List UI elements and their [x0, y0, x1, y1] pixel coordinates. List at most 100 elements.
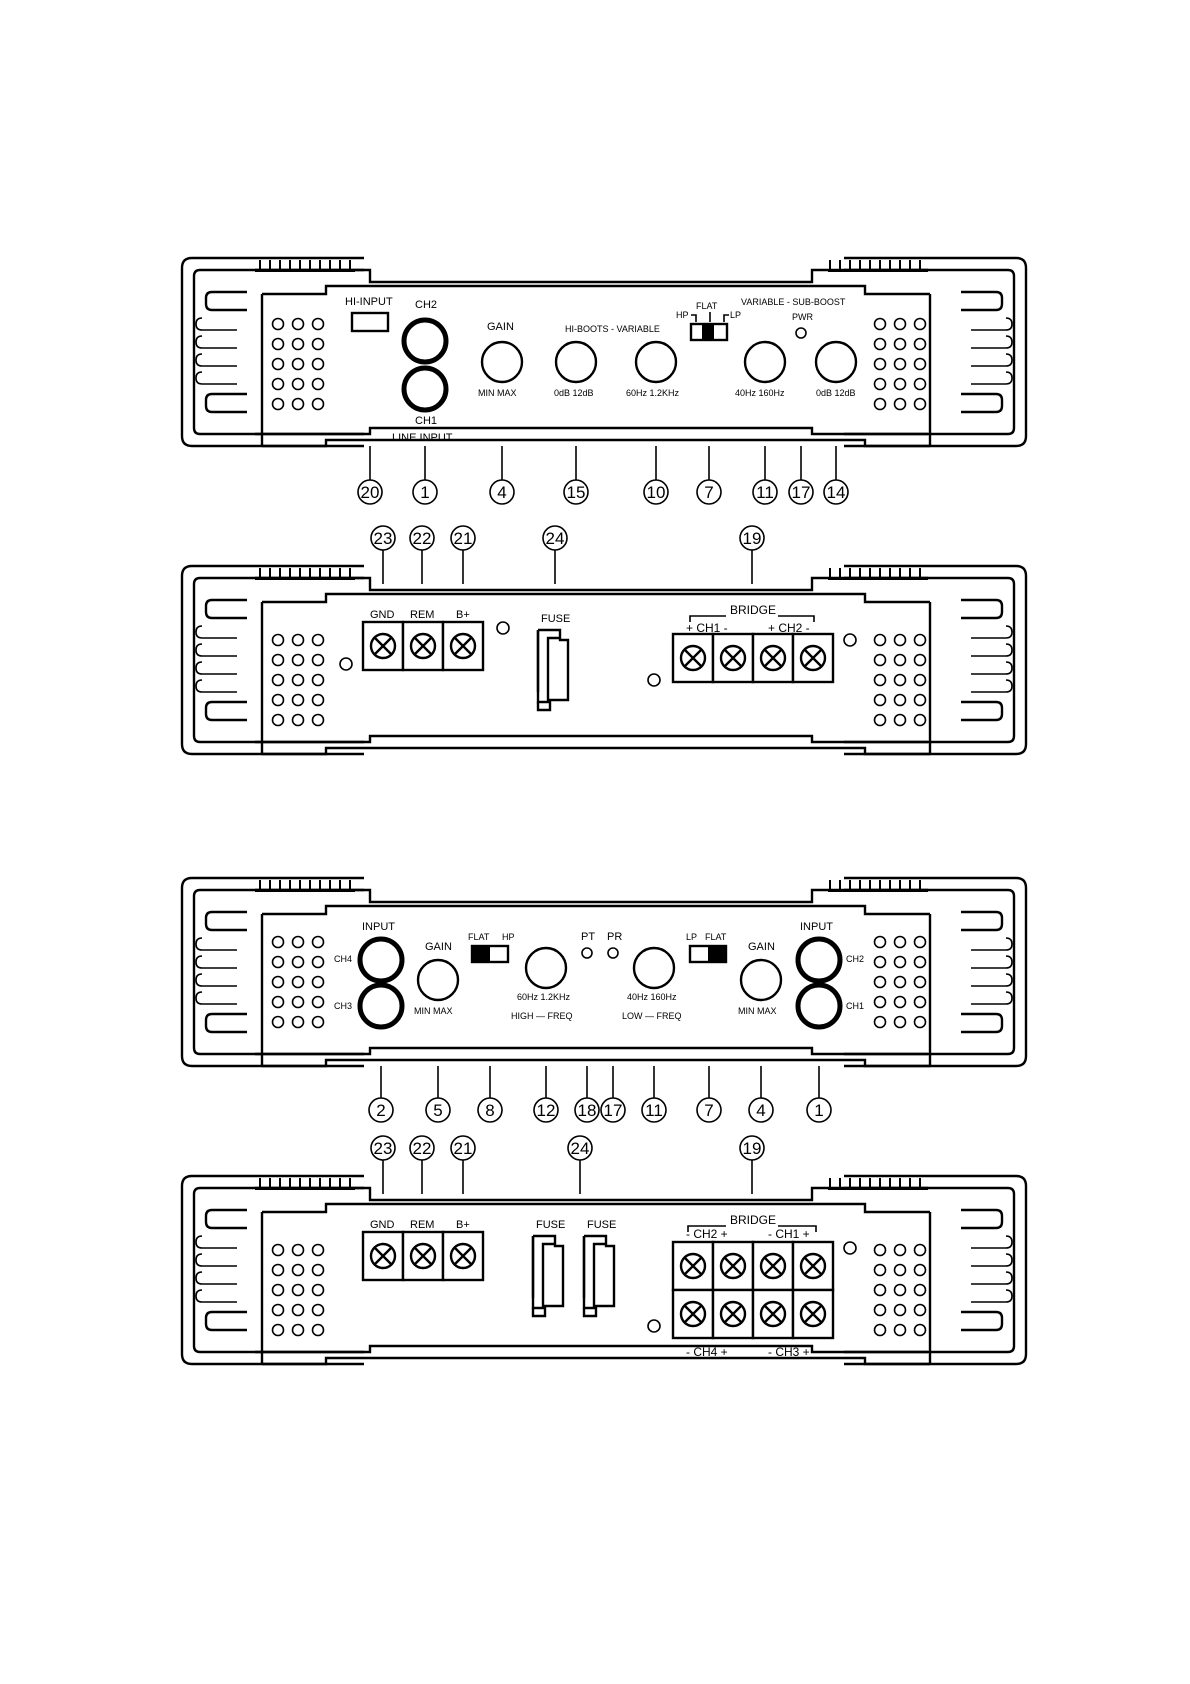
high-freq-range: 60Hz 1.2KHz: [517, 992, 571, 1002]
gnd-terminal[interactable]: [361, 1230, 405, 1282]
hi-boost-level-range: 0dB 12dB: [554, 388, 594, 398]
callout-12: 12: [537, 1101, 556, 1120]
ch2-rca-jack[interactable]: [795, 936, 843, 984]
callout-17: 17: [604, 1101, 623, 1120]
gain-right-knob[interactable]: [739, 958, 783, 1002]
bridge-label: BRIDGE: [730, 603, 776, 617]
ch4-label: - CH4 +: [686, 1345, 728, 1359]
pt-led: [581, 947, 593, 959]
crossover-switch-right[interactable]: [688, 944, 728, 964]
flat-right-label: FLAT: [705, 932, 727, 942]
fuse-1-label: FUSE: [536, 1219, 565, 1231]
hi-boost-freq-range: 60Hz 1.2KHz: [626, 388, 680, 398]
hi-input-connector[interactable]: [350, 311, 390, 333]
callout-23: 23: [374, 529, 393, 548]
gnd-label: GND: [370, 609, 395, 621]
ch1-rca-jack[interactable]: [795, 982, 843, 1030]
callout-23: 23: [374, 1139, 393, 1158]
ch1-rca-jack[interactable]: [401, 365, 449, 413]
high-freq-knob[interactable]: [524, 946, 568, 990]
ch2-minus-terminal[interactable]: [671, 1240, 715, 1292]
gain-minmax: MIN MAX: [478, 388, 517, 398]
gain-left-knob[interactable]: [416, 958, 460, 1002]
callout-4: 4: [497, 483, 506, 502]
rem-label: REM: [410, 1219, 434, 1231]
callout-21: 21: [454, 529, 473, 548]
sub-boost-label: VARIABLE - SUB-BOOST: [741, 297, 846, 307]
mount-hole: [647, 673, 661, 687]
bridge-ch2-label: - CH2 +: [686, 1227, 728, 1241]
input-right-label: INPUT: [800, 921, 833, 933]
callout-2: 2: [376, 1101, 385, 1120]
rem-terminal[interactable]: [401, 1230, 445, 1282]
gain-knob[interactable]: [480, 340, 524, 384]
callout-7: 7: [704, 483, 713, 502]
callout-24: 24: [546, 529, 565, 548]
fuse-1[interactable]: [531, 1234, 565, 1318]
sub-boost-freq-range: 40Hz 160Hz: [735, 388, 785, 398]
gain-right-minmax: MIN MAX: [738, 1006, 777, 1016]
callout-22: 22: [413, 529, 432, 548]
fuse[interactable]: [536, 628, 570, 712]
high-freq-label: HIGH — FREQ: [511, 1011, 573, 1021]
lp-right-label: LP: [686, 932, 697, 942]
crossover-switch[interactable]: [689, 322, 729, 342]
hi-input-label: HI-INPUT: [345, 296, 393, 308]
ch4-plus-terminal[interactable]: [711, 1288, 755, 1340]
hi-boost-freq-knob[interactable]: [634, 340, 678, 384]
ch1-minus-terminal[interactable]: [751, 1240, 795, 1292]
bridge-ch1-label: - CH1 +: [768, 1227, 810, 1241]
callout-17: 17: [792, 483, 811, 502]
fuse-2[interactable]: [582, 1234, 616, 1318]
pwr-led: [795, 327, 807, 339]
low-freq-knob[interactable]: [632, 946, 676, 990]
ch1-minus-terminal[interactable]: [711, 632, 755, 684]
pr-led: [607, 947, 619, 959]
callout-1: 1: [814, 1101, 823, 1120]
gain-left-minmax: MIN MAX: [414, 1006, 453, 1016]
panel-2-callouts: 23 22 21 24 19: [370, 525, 765, 584]
ch1-label: CH1: [415, 415, 437, 427]
hp-left-label: HP: [502, 932, 515, 942]
ch2-minus-terminal[interactable]: [791, 632, 835, 684]
ch4-rca-jack[interactable]: [357, 936, 405, 984]
sub-boost-level-range: 0dB 12dB: [816, 388, 856, 398]
panel-1-callouts: 20 1 4 15 10 7 11 17 14: [357, 446, 849, 505]
flat-label: FLAT: [696, 301, 718, 311]
panel-4-callouts: 23 22 21 24 19: [370, 1135, 765, 1194]
input-left-label: INPUT: [362, 921, 395, 933]
ch2-plus-terminal[interactable]: [711, 1240, 755, 1292]
gain-label: GAIN: [487, 321, 514, 333]
pwr-label: PWR: [792, 312, 813, 322]
callout-21: 21: [454, 1139, 473, 1158]
ch1-plus-terminal[interactable]: [791, 1240, 835, 1292]
ch3-plus-terminal[interactable]: [791, 1288, 835, 1340]
gnd-terminal[interactable]: [361, 620, 405, 672]
sub-boost-level-knob[interactable]: [814, 340, 858, 384]
hi-boost-level-knob[interactable]: [554, 340, 598, 384]
fuse-2-label: FUSE: [587, 1219, 616, 1231]
callout-7: 7: [704, 1101, 713, 1120]
ch1-plus-terminal[interactable]: [671, 632, 715, 684]
panel-2-rear: GND REM B+ FUSE BRIDGE + CH1 - + CH2 -: [182, 566, 1026, 756]
ch3-rca-jack[interactable]: [357, 982, 405, 1030]
ch4-minus-terminal[interactable]: [671, 1288, 715, 1340]
fuse-label: FUSE: [541, 613, 570, 625]
sub-boost-freq-knob[interactable]: [743, 340, 787, 384]
bplus-terminal[interactable]: [441, 620, 485, 672]
ch2-plus-terminal[interactable]: [751, 632, 795, 684]
rem-terminal[interactable]: [401, 620, 445, 672]
line-input-label: LINE INPUT: [392, 432, 453, 444]
pr-label: PR: [607, 931, 622, 943]
ch3-minus-terminal[interactable]: [751, 1288, 795, 1340]
pt-label: PT: [581, 931, 595, 943]
ch2-rca-jack[interactable]: [401, 317, 449, 365]
rem-label: REM: [410, 609, 434, 621]
bplus-terminal[interactable]: [441, 1230, 485, 1282]
panel-1-front: HI-INPUT CH2 CH1 LINE INPUT GAIN MIN MAX…: [182, 258, 1026, 448]
ch2-label: CH2: [415, 299, 437, 311]
panel-4-rear: GND REM B+ FUSE FUSE BRIDGE - CH2 + - CH…: [182, 1176, 1026, 1366]
callout-20: 20: [361, 483, 380, 502]
mount-hole: [843, 1241, 857, 1255]
crossover-switch-left[interactable]: [470, 944, 510, 964]
